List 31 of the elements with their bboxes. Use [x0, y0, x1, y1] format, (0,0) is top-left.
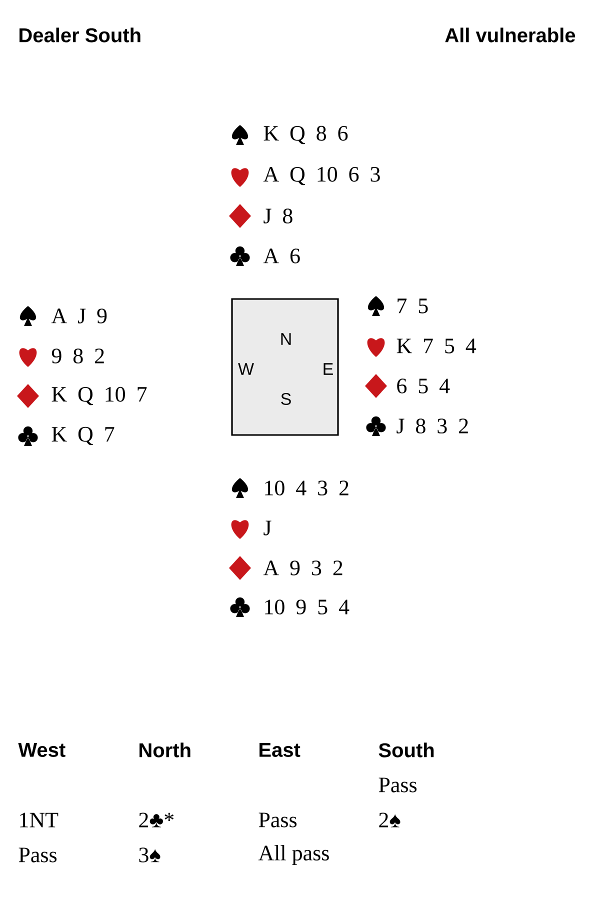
dealer-label: Dealer South	[20, 28, 140, 42]
card-holding: A 9 3 2	[263, 560, 342, 576]
card-holding: K Q 7	[52, 426, 114, 446]
column-heading: South	[378, 742, 434, 758]
bid: Pass	[258, 812, 297, 828]
bid: All pass	[258, 845, 329, 865]
card-holding: A Q 10 6 3	[263, 166, 380, 186]
vulnerability-label: All vulnerable	[445, 28, 576, 42]
card-holding: 7 5	[398, 298, 428, 314]
bid: 3♠	[139, 848, 160, 862]
bid: 2♠	[379, 812, 400, 828]
card-holding: A J 9	[51, 308, 107, 324]
card-holding: 9 8 2	[52, 348, 104, 364]
bid: Pass	[18, 848, 57, 862]
card-holding: A 6	[263, 248, 300, 264]
card-holding: 6 5 4	[397, 378, 450, 394]
column-heading: West	[18, 743, 66, 757]
card-holding: J 8 3 2	[396, 418, 468, 434]
card-holding: K Q 8 6	[264, 126, 348, 144]
card-holding: 10 4 3 2	[265, 480, 348, 496]
card-holding: J	[264, 520, 272, 536]
card-holding: J 8	[264, 208, 292, 224]
column-heading: North	[140, 742, 190, 758]
bid: 2♣*	[139, 812, 174, 828]
card-holding: K 7 5 4	[396, 338, 476, 354]
card-holding: K Q 10 7	[52, 386, 147, 406]
bid: Pass	[378, 778, 417, 792]
bid: 1NT	[20, 812, 58, 828]
column-heading: East	[260, 743, 300, 757]
compass-box: N W E S	[231, 298, 339, 436]
card-holding: 10 9 5 4	[265, 600, 350, 614]
